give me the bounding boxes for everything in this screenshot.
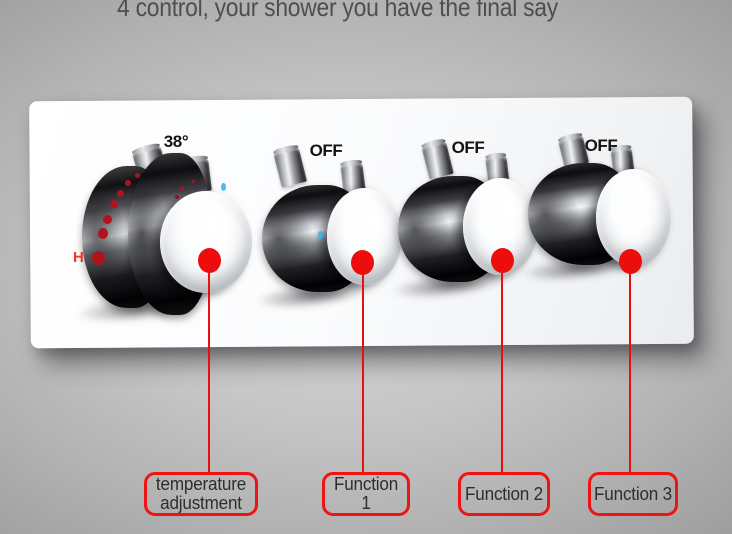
cold-tick-icon xyxy=(221,183,226,191)
temp-scale-dot xyxy=(117,190,124,197)
temp-scale-dot xyxy=(203,177,206,180)
callout-function-1: Function 1 xyxy=(322,472,410,516)
temp-scale-dot xyxy=(125,180,131,186)
leader-line-function-3 xyxy=(629,262,631,472)
callout-label: Function 2 xyxy=(465,483,543,504)
callout-label: Function 1 xyxy=(333,474,399,513)
knob-function-2 xyxy=(388,130,557,305)
leader-line-function-2 xyxy=(501,261,503,472)
leader-line-function-1 xyxy=(362,263,364,472)
red-marker-dot xyxy=(619,249,642,274)
knob-function-3-label: OFF xyxy=(584,136,618,155)
knob-function-2-label: OFF xyxy=(451,138,485,157)
knob-function-3 xyxy=(518,120,687,288)
knob-function-1-label: OFF xyxy=(309,141,343,160)
hot-side-label: H xyxy=(73,249,84,266)
callout-function-3: Function 3 xyxy=(588,472,678,516)
red-marker-dot xyxy=(198,248,221,273)
temp-scale-dot xyxy=(135,173,140,178)
callout-temperature-adjustment: temperature adjustment xyxy=(144,472,258,516)
red-marker-dot xyxy=(351,250,374,275)
knob-function-1 xyxy=(252,140,420,315)
headline: 4 control, your shower you have the fina… xyxy=(117,0,559,22)
temp-scale-dot xyxy=(192,180,195,183)
leader-line-temperature xyxy=(208,262,210,472)
knob-face xyxy=(160,191,252,293)
cold-tick-icon xyxy=(318,231,323,239)
knob-temperature: H xyxy=(70,128,270,330)
temp-scale-dot xyxy=(110,200,118,208)
temp-scale-dot xyxy=(92,251,105,265)
callout-label: temperature adjustment xyxy=(155,474,247,513)
temp-scale-dot xyxy=(180,187,184,191)
red-marker-dot xyxy=(491,248,514,273)
temp-scale-dot xyxy=(175,195,179,199)
callout-label: Function 3 xyxy=(594,483,672,504)
callout-function-2: Function 2 xyxy=(458,472,550,516)
temp-scale-dot xyxy=(103,215,112,224)
knob-temperature-label: 38° xyxy=(163,132,189,151)
temp-scale-dot xyxy=(98,228,108,239)
